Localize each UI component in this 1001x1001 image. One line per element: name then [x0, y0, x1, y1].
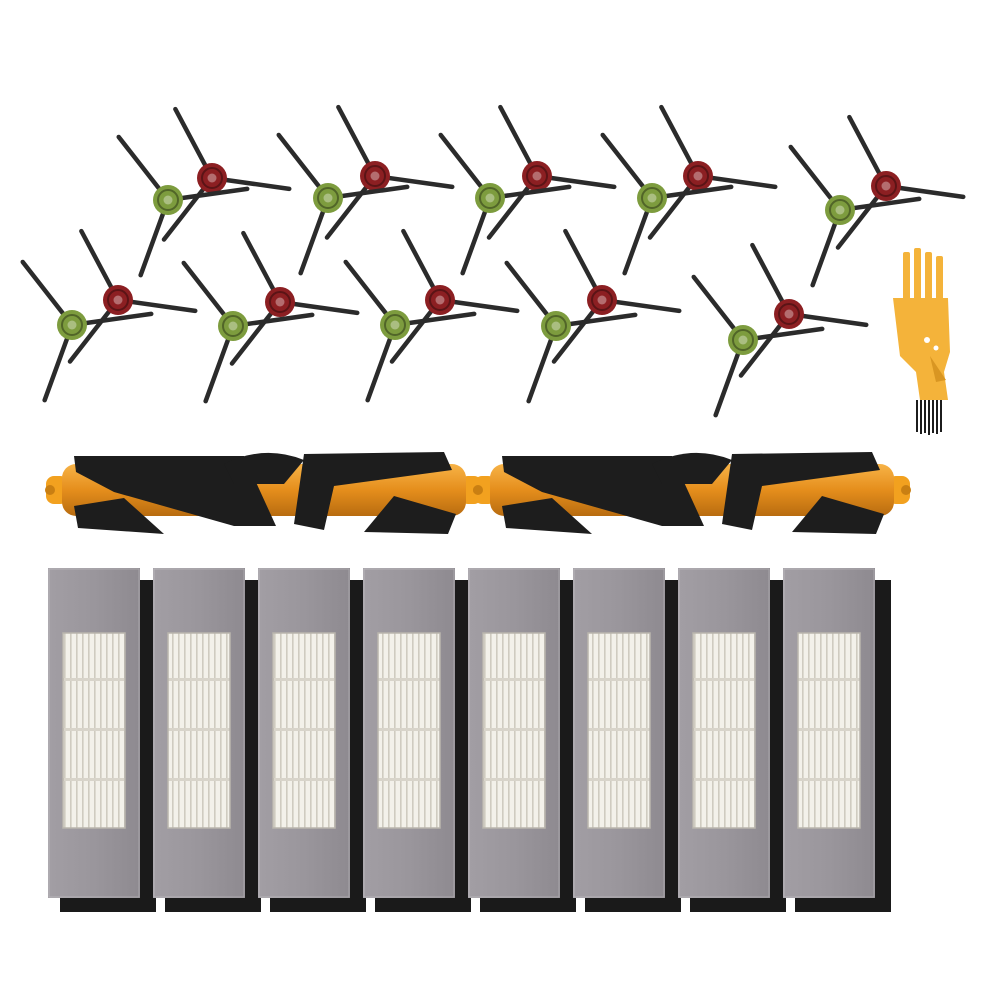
side-brush-red-9 — [551, 228, 682, 364]
main-brush-2 — [473, 452, 911, 534]
side-brush-red-2 — [324, 104, 455, 240]
side-brush-red-7 — [229, 230, 360, 366]
hepa-filter-7 — [678, 568, 786, 912]
side-brush-red-6 — [67, 228, 198, 364]
side-brush-green-10 — [691, 274, 825, 418]
side-brush-red-4 — [647, 104, 778, 240]
side-brush-green-1 — [116, 134, 250, 278]
side-brush-green-4 — [600, 132, 734, 276]
hepa-filter-5 — [468, 568, 576, 912]
side-brush-green-7 — [181, 260, 315, 404]
side-brush-green-6 — [20, 259, 154, 403]
side-brush-green-8 — [343, 259, 477, 403]
hepa-filter-2 — [153, 568, 261, 912]
side-brush-green-9 — [504, 260, 638, 404]
hepa-filter-8 — [783, 568, 891, 912]
side-brush-red-5 — [835, 114, 966, 250]
hepa-filter-4 — [363, 568, 471, 912]
side-brush-red-1 — [161, 106, 292, 242]
side-brush-red-8 — [389, 228, 520, 364]
side-brush-green-2 — [276, 132, 410, 276]
side-brush-green-3 — [438, 132, 572, 276]
hepa-filter-3 — [258, 568, 366, 912]
side-brush-red-3 — [486, 104, 617, 240]
side-brush-green-5 — [788, 144, 922, 288]
side-brush-red-10 — [738, 242, 869, 378]
hepa-filter-6 — [573, 568, 681, 912]
main-brush-set — [45, 452, 911, 534]
main-brush-1 — [45, 452, 483, 534]
hepa-filter-1 — [48, 568, 156, 912]
side-brush-set — [20, 104, 966, 418]
hepa-filter-set — [48, 568, 891, 912]
cleaning-tool — [893, 248, 950, 435]
